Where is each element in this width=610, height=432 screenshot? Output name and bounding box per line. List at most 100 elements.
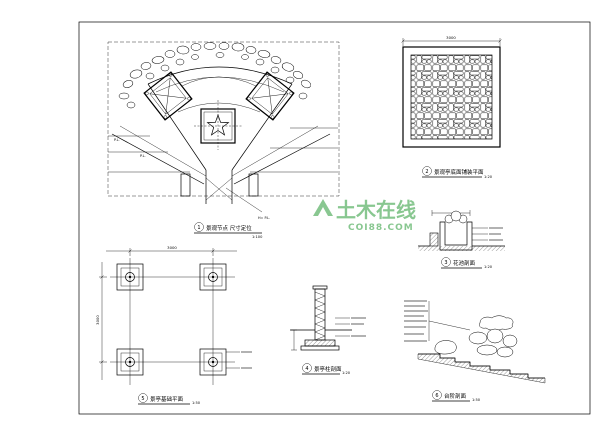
footing bbox=[304, 339, 336, 347]
rock-and-tree-cluster bbox=[118, 42, 312, 109]
dimension-text: 3000 bbox=[446, 35, 456, 40]
rock bbox=[215, 52, 225, 58]
boulder-left bbox=[434, 340, 457, 355]
drawing-title: 花池剖面 bbox=[453, 259, 476, 267]
entrance-path bbox=[180, 170, 259, 204]
foundation-caption: 5 景亭基础平面 1:50 bbox=[138, 393, 201, 405]
rock bbox=[281, 62, 295, 72]
leader-line bbox=[225, 187, 263, 213]
rock bbox=[270, 66, 280, 74]
rock bbox=[151, 56, 165, 64]
watermark-domain: COI88.COM bbox=[348, 223, 414, 233]
drawing-number: 2 bbox=[425, 169, 428, 175]
column-cap bbox=[312, 285, 328, 290]
site-plan-drawing: P.L. P.L. H= P.L. 1 景观节点 尺寸定位 1:100 bbox=[107, 41, 340, 239]
rock bbox=[126, 101, 136, 109]
footing-base bbox=[300, 345, 340, 351]
step-caption: 6 台阶剖面 1:50 bbox=[432, 390, 481, 402]
column-footing bbox=[199, 263, 227, 291]
dimension-line-top: 3000 bbox=[106, 245, 237, 256]
star-icon bbox=[206, 113, 230, 136]
plant-cluster bbox=[479, 315, 514, 331]
pl-label-1: P.L. bbox=[114, 138, 120, 142]
rock bbox=[175, 58, 185, 66]
boulder-stack bbox=[468, 328, 518, 358]
rock bbox=[241, 54, 249, 60]
planter-wall bbox=[439, 221, 473, 251]
rock bbox=[270, 56, 282, 64]
step-section-drawing: 6 台阶剖面 1:50 bbox=[404, 300, 546, 402]
drawing-title: 景观节点 尺寸定位 bbox=[206, 224, 252, 232]
paving-plan-drawing: 3000 2 景观亭底面铺装平面 1:20 bbox=[401, 35, 502, 179]
sheet-frame bbox=[78, 21, 591, 415]
note-leaders bbox=[404, 300, 471, 342]
foundation-plan-drawing: 3000 3000 bbox=[95, 245, 252, 405]
column-caption: 4 景亭柱剖面 1:20 bbox=[302, 363, 351, 375]
low-wall bbox=[429, 232, 439, 247]
planter-section-drawing: 3 花池剖面 1:20 bbox=[418, 210, 505, 269]
rock bbox=[300, 79, 312, 89]
drawing-scale: 1:20 bbox=[484, 175, 493, 179]
watermark-logo-icon bbox=[313, 199, 333, 216]
pl-label-2: P.L. bbox=[140, 154, 146, 158]
rock bbox=[176, 45, 190, 55]
dimension-text: 3000 bbox=[167, 245, 177, 250]
post-block-left bbox=[180, 173, 191, 197]
drawing-number: 5 bbox=[141, 396, 144, 402]
rock bbox=[231, 42, 245, 52]
drawing-title: 景亭柱剖面 bbox=[314, 365, 342, 373]
rock bbox=[160, 64, 170, 72]
plan-boundary bbox=[107, 41, 340, 197]
rock bbox=[118, 92, 130, 100]
elevation-label: H= P.L. bbox=[258, 216, 270, 220]
rock bbox=[298, 92, 308, 100]
drawing-scale: 1:20 bbox=[484, 265, 493, 269]
rock bbox=[191, 54, 199, 60]
drawing-number: 1 bbox=[197, 225, 200, 231]
drawing-number-circle bbox=[194, 222, 204, 232]
watermark: 土木在线 COI88.COM bbox=[313, 198, 416, 233]
central-star-paving bbox=[194, 100, 242, 150]
drawing-title: 景观亭底面铺装平面 bbox=[434, 168, 484, 176]
column-footing bbox=[199, 348, 227, 376]
rock bbox=[292, 71, 304, 79]
planter-caption: 3 花池剖面 1:20 bbox=[441, 257, 493, 269]
stone-paving-field bbox=[410, 54, 493, 140]
rock bbox=[203, 42, 217, 50]
paving-caption: 2 景观亭底面铺装平面 1:20 bbox=[422, 166, 493, 179]
column-footing bbox=[116, 348, 144, 376]
dimension-text: 3000 bbox=[95, 315, 100, 325]
rock bbox=[218, 42, 230, 50]
rock bbox=[145, 72, 155, 80]
drawing-number: 6 bbox=[435, 393, 438, 399]
ground-lines bbox=[108, 127, 338, 173]
drawing-number: 4 bbox=[305, 366, 308, 372]
watermark-text: 土木在线 bbox=[336, 198, 416, 222]
post-block-right bbox=[248, 173, 259, 197]
drawing-number: 3 bbox=[444, 260, 447, 266]
rock bbox=[245, 46, 257, 54]
grid-axes bbox=[110, 258, 235, 385]
pavilion-right bbox=[245, 71, 295, 121]
pavilion-left bbox=[143, 71, 193, 121]
rock bbox=[257, 50, 271, 58]
plan-caption: 1 景观节点 尺寸定位 1:100 bbox=[194, 222, 263, 239]
rock bbox=[255, 58, 265, 66]
step-slab-base bbox=[417, 353, 546, 384]
rock bbox=[164, 50, 176, 58]
drawing-scale: 1:100 bbox=[252, 235, 263, 239]
dimension-line-left: 3000 bbox=[95, 262, 107, 380]
ground-hatch bbox=[418, 246, 505, 251]
dimension-line: 3000 bbox=[401, 35, 502, 46]
drawing-title: 景亭基础平面 bbox=[150, 395, 184, 403]
rock bbox=[140, 62, 152, 70]
column-footing bbox=[116, 263, 144, 291]
column-section-drawing: 4 景亭柱剖面 1:20 bbox=[290, 285, 366, 375]
rock bbox=[122, 80, 134, 88]
rock bbox=[190, 43, 202, 51]
drawing-scale: 1:50 bbox=[192, 401, 201, 405]
drawing-scale: 1:50 bbox=[472, 398, 481, 402]
drawing-scale: 1:20 bbox=[342, 371, 351, 375]
rock bbox=[129, 69, 143, 79]
